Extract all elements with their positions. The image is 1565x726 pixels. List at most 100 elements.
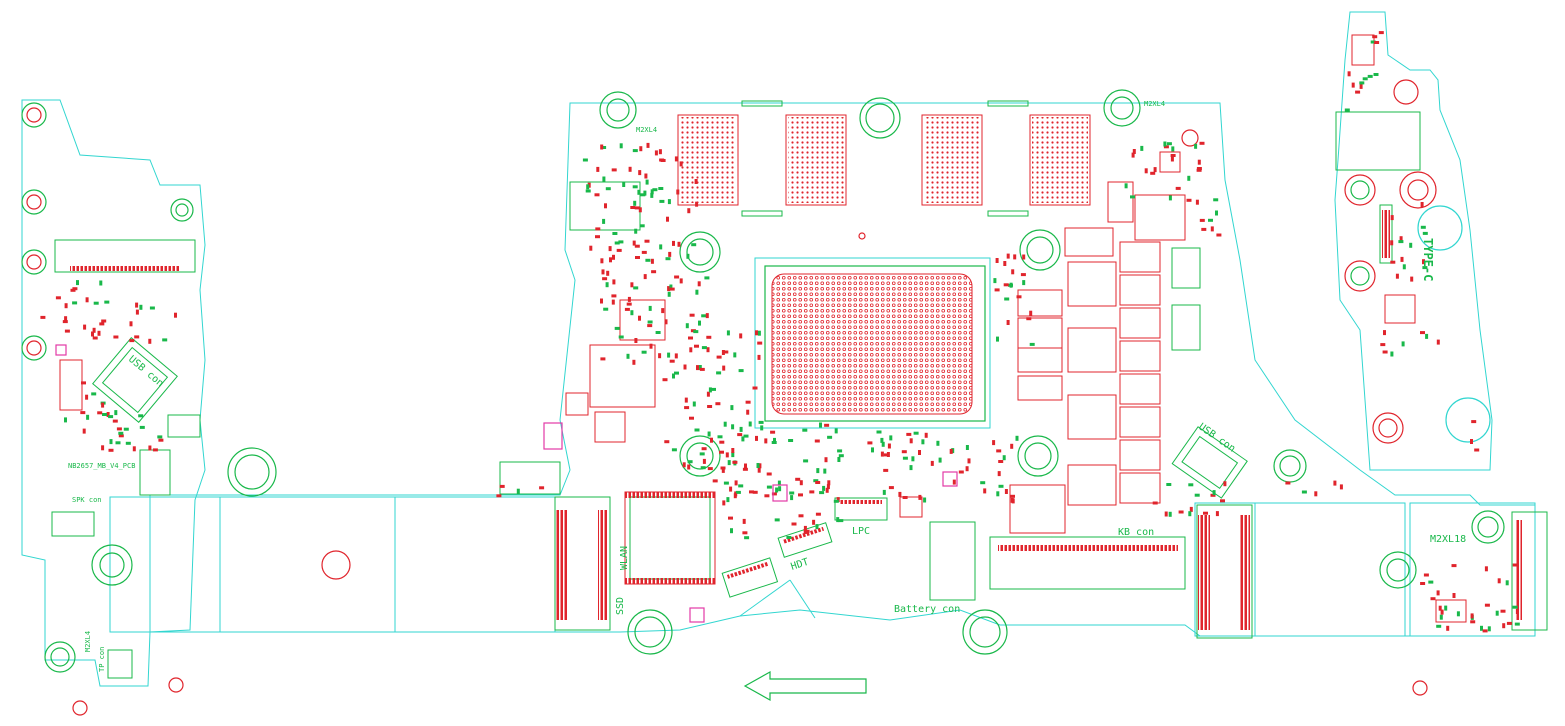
passive-pad bbox=[97, 411, 103, 415]
passive-pad bbox=[666, 216, 669, 222]
passive-pad bbox=[626, 353, 630, 359]
passive-pad bbox=[1029, 342, 1035, 346]
passive-pad bbox=[148, 445, 152, 451]
passive-pad bbox=[913, 431, 919, 435]
passive-pad bbox=[695, 201, 699, 207]
passive-pad bbox=[995, 258, 999, 263]
passive-pad bbox=[1223, 481, 1227, 487]
passive-pad bbox=[798, 493, 803, 497]
passive-pad bbox=[694, 428, 700, 432]
passive-pad bbox=[1163, 141, 1167, 147]
wlan-label: WLAN bbox=[619, 546, 630, 570]
passive-pad bbox=[1383, 330, 1386, 336]
passive-pad bbox=[730, 528, 733, 534]
passive-pad bbox=[799, 480, 803, 486]
passive-pad bbox=[102, 413, 107, 416]
passive-pad bbox=[659, 158, 665, 162]
passive-pad bbox=[1210, 226, 1214, 232]
passive-pad bbox=[1170, 154, 1176, 157]
passive-pad bbox=[804, 529, 810, 533]
passive-pad bbox=[72, 301, 78, 305]
passive-pad bbox=[1452, 593, 1456, 598]
passive-pad bbox=[924, 432, 928, 438]
passive-pad bbox=[775, 487, 779, 493]
passive-pad bbox=[106, 412, 110, 417]
passive-pad bbox=[1378, 31, 1384, 35]
passive-pad bbox=[601, 146, 607, 149]
passive-pad bbox=[643, 190, 647, 196]
passive-pad bbox=[1022, 280, 1026, 286]
passive-pad bbox=[705, 313, 709, 319]
passive-pad bbox=[640, 193, 646, 197]
passive-pad bbox=[819, 491, 825, 495]
passive-pad bbox=[815, 512, 821, 516]
passive-pad bbox=[701, 314, 707, 318]
passive-pad bbox=[1196, 168, 1202, 172]
passive-pad bbox=[689, 416, 694, 420]
passive-pad bbox=[1373, 73, 1379, 76]
passive-pad bbox=[64, 329, 70, 333]
passive-pad bbox=[635, 256, 640, 259]
passive-pad bbox=[725, 452, 729, 458]
passive-pad bbox=[1444, 605, 1448, 611]
passive-pad bbox=[40, 315, 46, 319]
passive-pad bbox=[689, 347, 693, 353]
passive-pad bbox=[1430, 597, 1436, 601]
passive-pad bbox=[639, 146, 643, 152]
passive-pad bbox=[938, 457, 942, 463]
spk-con-label: SPK con bbox=[72, 496, 102, 504]
passive-pad bbox=[174, 312, 177, 318]
passive-pad bbox=[803, 529, 807, 534]
passive-pad bbox=[496, 494, 502, 498]
passive-pad bbox=[1195, 199, 1199, 205]
passive-pad bbox=[101, 319, 107, 323]
passive-pad bbox=[813, 479, 819, 483]
passive-pad bbox=[871, 447, 874, 453]
passive-pad bbox=[1015, 435, 1019, 441]
passive-pad bbox=[1446, 625, 1450, 631]
passive-pad bbox=[1197, 159, 1201, 165]
passive-pad bbox=[998, 484, 1004, 488]
passive-pad bbox=[1512, 563, 1518, 567]
passive-pad bbox=[1301, 490, 1307, 494]
passive-pad bbox=[1409, 242, 1413, 248]
passive-pad bbox=[83, 324, 87, 330]
passive-pad bbox=[755, 435, 758, 441]
passive-pad bbox=[823, 468, 827, 474]
passive-pad bbox=[744, 536, 750, 540]
passive-pad bbox=[996, 336, 999, 342]
passive-pad bbox=[634, 338, 638, 343]
passive-pad bbox=[1013, 254, 1017, 260]
passive-pad bbox=[707, 467, 713, 471]
passive-pad bbox=[1178, 510, 1184, 514]
passive-pad bbox=[612, 279, 616, 285]
passive-pad bbox=[691, 243, 697, 247]
passive-pad bbox=[1164, 511, 1168, 517]
passive-pad bbox=[1495, 610, 1499, 616]
passive-pad bbox=[1212, 490, 1216, 496]
passive-pad bbox=[1006, 320, 1010, 325]
passive-pad bbox=[689, 313, 695, 317]
passive-pad bbox=[674, 156, 678, 162]
passive-pad bbox=[1168, 511, 1172, 517]
passive-pad bbox=[1514, 622, 1520, 626]
passive-pad bbox=[1029, 310, 1033, 316]
m2xl18-label: M2XL18 bbox=[1430, 534, 1466, 545]
passive-pad bbox=[64, 417, 67, 423]
passive-pad bbox=[790, 495, 794, 501]
passive-pad bbox=[809, 490, 815, 494]
passive-pad bbox=[786, 536, 792, 539]
passive-pad bbox=[626, 302, 632, 306]
passive-pad bbox=[1011, 269, 1015, 275]
passive-pad bbox=[1140, 145, 1144, 151]
passive-pad bbox=[764, 494, 770, 498]
passive-pad bbox=[72, 287, 78, 291]
passive-pad bbox=[139, 425, 145, 429]
passive-pad bbox=[825, 487, 829, 493]
passive-pad bbox=[704, 276, 710, 280]
passive-pad bbox=[758, 463, 762, 469]
passive-pad bbox=[162, 338, 168, 342]
passive-pad bbox=[701, 447, 707, 451]
passive-pad bbox=[965, 445, 969, 450]
passive-pad bbox=[97, 330, 101, 336]
